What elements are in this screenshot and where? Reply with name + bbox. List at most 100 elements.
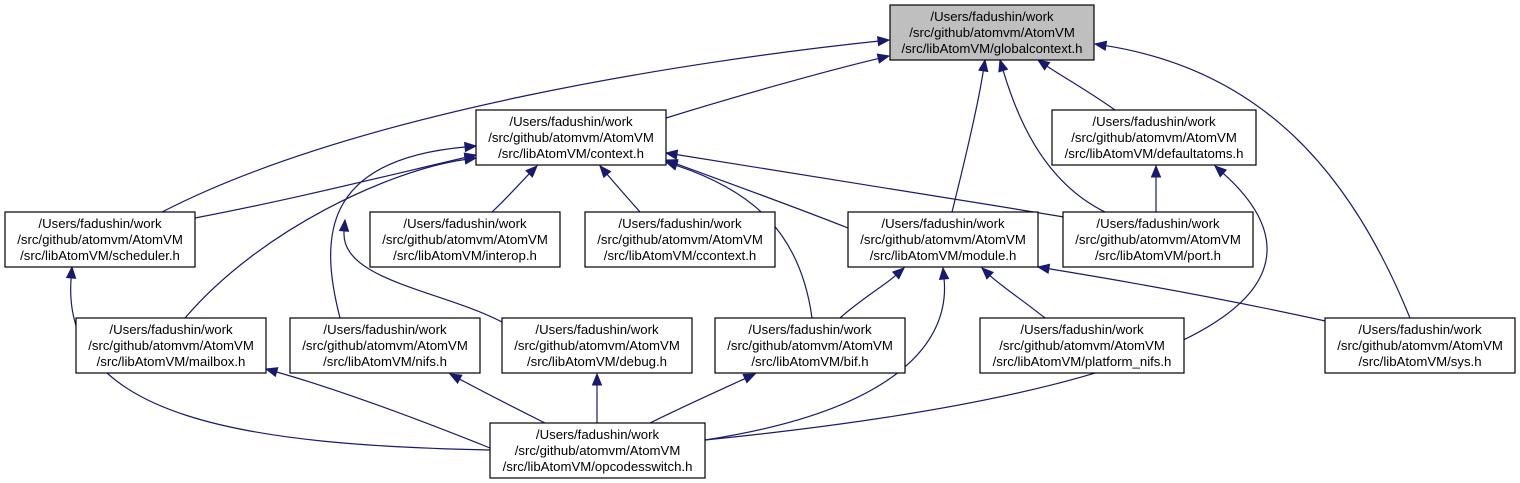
edge-module-to-globalcontext bbox=[951, 58, 989, 213]
arrowhead bbox=[1093, 40, 1108, 51]
node-label-line: /src/libAtomVM/bif.h bbox=[751, 354, 868, 369]
edge-line bbox=[606, 173, 641, 213]
node-label-line: /src/github/atomvm/AtomVM bbox=[515, 443, 681, 458]
node-debug[interactable]: /Users/fadushin/work/src/github/atomvm/A… bbox=[501, 317, 693, 374]
node-label-line: /Users/fadushin/work bbox=[1020, 322, 1144, 337]
node-sys[interactable]: /Users/fadushin/work/src/github/atomvm/A… bbox=[1324, 317, 1516, 374]
edge-line bbox=[676, 163, 849, 229]
node-box bbox=[979, 317, 1185, 374]
node-bif[interactable]: /Users/fadushin/work/src/github/atomvm/A… bbox=[714, 317, 906, 374]
arrowhead bbox=[877, 35, 891, 47]
node-label-line: /Users/fadushin/work bbox=[109, 322, 233, 337]
node-label-line: /src/libAtomVM/defaultatoms.h bbox=[1065, 146, 1244, 161]
edge-line bbox=[161, 40, 879, 213]
edge-opcodesswitch-to-defaultatoms bbox=[704, 165, 1268, 441]
edge-sys-to-module bbox=[1036, 263, 1331, 323]
node-label-line: /src/github/atomvm/AtomVM bbox=[514, 338, 680, 353]
node-port[interactable]: /Users/fadushin/work/src/github/atomvm/A… bbox=[1062, 211, 1254, 268]
node-box bbox=[501, 317, 693, 374]
edge-scheduler-to-globalcontext bbox=[161, 35, 891, 213]
node-scheduler[interactable]: /Users/fadushin/work/src/github/atomvm/A… bbox=[4, 211, 196, 268]
node-globalcontext[interactable]: /Users/fadushin/work/src/github/atomvm/A… bbox=[889, 4, 1095, 61]
node-box bbox=[475, 109, 667, 166]
node-defaultatoms[interactable]: /Users/fadushin/work/src/github/atomvm/A… bbox=[1051, 109, 1257, 166]
node-label-line: /src/github/atomvm/AtomVM bbox=[860, 232, 1026, 247]
node-label-line: /Users/fadushin/work bbox=[1092, 114, 1216, 129]
edge-line bbox=[676, 154, 1071, 219]
edge-opcodesswitch-to-debug bbox=[591, 372, 603, 424]
node-box bbox=[889, 4, 1095, 61]
edge-opcodesswitch-to-mailbox bbox=[264, 367, 491, 449]
node-label-line: /Users/fadushin/work bbox=[1096, 216, 1220, 231]
edge-line bbox=[1046, 65, 1116, 111]
node-label-line: /src/github/atomvm/AtomVM bbox=[1337, 338, 1503, 353]
arrowhead bbox=[599, 164, 612, 179]
node-label-line: /Users/fadushin/work bbox=[38, 216, 162, 231]
edge-line bbox=[194, 156, 466, 219]
edge-line bbox=[184, 158, 466, 319]
node-label-line: /Users/fadushin/work bbox=[323, 322, 447, 337]
node-label-line: /src/libAtomVM/debug.h bbox=[527, 354, 667, 369]
arrowhead bbox=[338, 218, 350, 232]
arrowhead bbox=[1036, 263, 1051, 275]
edge-scheduler-to-context bbox=[194, 152, 478, 219]
arrowhead bbox=[464, 141, 478, 153]
edge-line bbox=[330, 146, 466, 319]
arrowhead bbox=[938, 266, 950, 280]
edge-line bbox=[343, 230, 503, 323]
node-nifs[interactable]: /Users/fadushin/work/src/github/atomvm/A… bbox=[289, 317, 481, 374]
node-label-line: /Users/fadushin/work bbox=[881, 216, 1005, 231]
node-label-line: /Users/fadushin/work bbox=[403, 216, 527, 231]
node-label-line: /src/github/atomvm/AtomVM bbox=[727, 338, 893, 353]
edge-interop-to-context bbox=[491, 165, 538, 213]
edge-line bbox=[665, 57, 879, 119]
node-label-line: /Users/fadushin/work bbox=[930, 9, 1054, 24]
edge-debug-to-context bbox=[338, 218, 503, 323]
node-label-line: /src/libAtomVM/interop.h bbox=[393, 248, 537, 263]
edge-port-to-globalcontext bbox=[998, 58, 1106, 213]
edge-line bbox=[1002, 70, 1106, 213]
node-platform_nifs[interactable]: /Users/fadushin/work/src/github/atomvm/A… bbox=[979, 317, 1185, 374]
node-module[interactable]: /Users/fadushin/work/src/github/atomvm/A… bbox=[847, 211, 1039, 268]
arrowhead bbox=[1214, 165, 1228, 178]
edge-bif-to-module bbox=[839, 267, 905, 319]
arrowhead bbox=[978, 58, 989, 73]
node-interop[interactable]: /Users/fadushin/work/src/github/atomvm/A… bbox=[369, 211, 561, 268]
node-label-line: /src/libAtomVM/sys.h bbox=[1358, 354, 1481, 369]
node-label-line: /src/github/atomvm/AtomVM bbox=[597, 232, 763, 247]
node-box bbox=[1324, 317, 1516, 374]
node-label-line: /src/github/atomvm/AtomVM bbox=[382, 232, 548, 247]
node-ccontext[interactable]: /Users/fadushin/work/src/github/atomvm/A… bbox=[584, 211, 776, 268]
arrowhead bbox=[65, 265, 77, 279]
edge-ccontext-to-context bbox=[599, 164, 641, 213]
node-label-line: /Users/fadushin/work bbox=[535, 322, 659, 337]
node-label-line: /src/libAtomVM/ccontext.h bbox=[604, 248, 756, 263]
arrowhead bbox=[664, 149, 679, 160]
node-label-line: /src/libAtomVM/opcodesswitch.h bbox=[503, 459, 693, 474]
node-label-line: /src/libAtomVM/context.h bbox=[498, 146, 644, 161]
node-box bbox=[369, 211, 561, 268]
edge-line bbox=[989, 275, 1046, 319]
node-label-line: /Users/fadushin/work bbox=[1358, 322, 1482, 337]
node-box bbox=[1062, 211, 1254, 268]
arrowhead bbox=[591, 372, 603, 386]
node-label-line: /src/libAtomVM/module.h bbox=[870, 248, 1017, 263]
edge-line bbox=[1105, 45, 1411, 319]
arrowhead bbox=[525, 165, 538, 178]
node-opcodesswitch[interactable]: /Users/fadushin/work/src/github/atomvm/A… bbox=[489, 422, 706, 479]
edge-line bbox=[276, 371, 491, 449]
edge-mailbox-to-context bbox=[184, 154, 478, 319]
node-label-line: /src/github/atomvm/AtomVM bbox=[999, 338, 1165, 353]
node-label-line: /src/github/atomvm/AtomVM bbox=[17, 232, 183, 247]
node-box bbox=[847, 211, 1039, 268]
edge-context-to-globalcontext bbox=[665, 53, 891, 119]
node-box bbox=[489, 422, 706, 479]
node-label-line: /Users/fadushin/work bbox=[509, 114, 633, 129]
node-context[interactable]: /Users/fadushin/work/src/github/atomvm/A… bbox=[475, 109, 667, 166]
edge-sys-to-globalcontext bbox=[1093, 40, 1411, 319]
arrowhead bbox=[264, 367, 279, 378]
node-box bbox=[584, 211, 776, 268]
node-mailbox[interactable]: /Users/fadushin/work/src/github/atomvm/A… bbox=[75, 317, 267, 374]
arrowhead bbox=[463, 154, 478, 165]
